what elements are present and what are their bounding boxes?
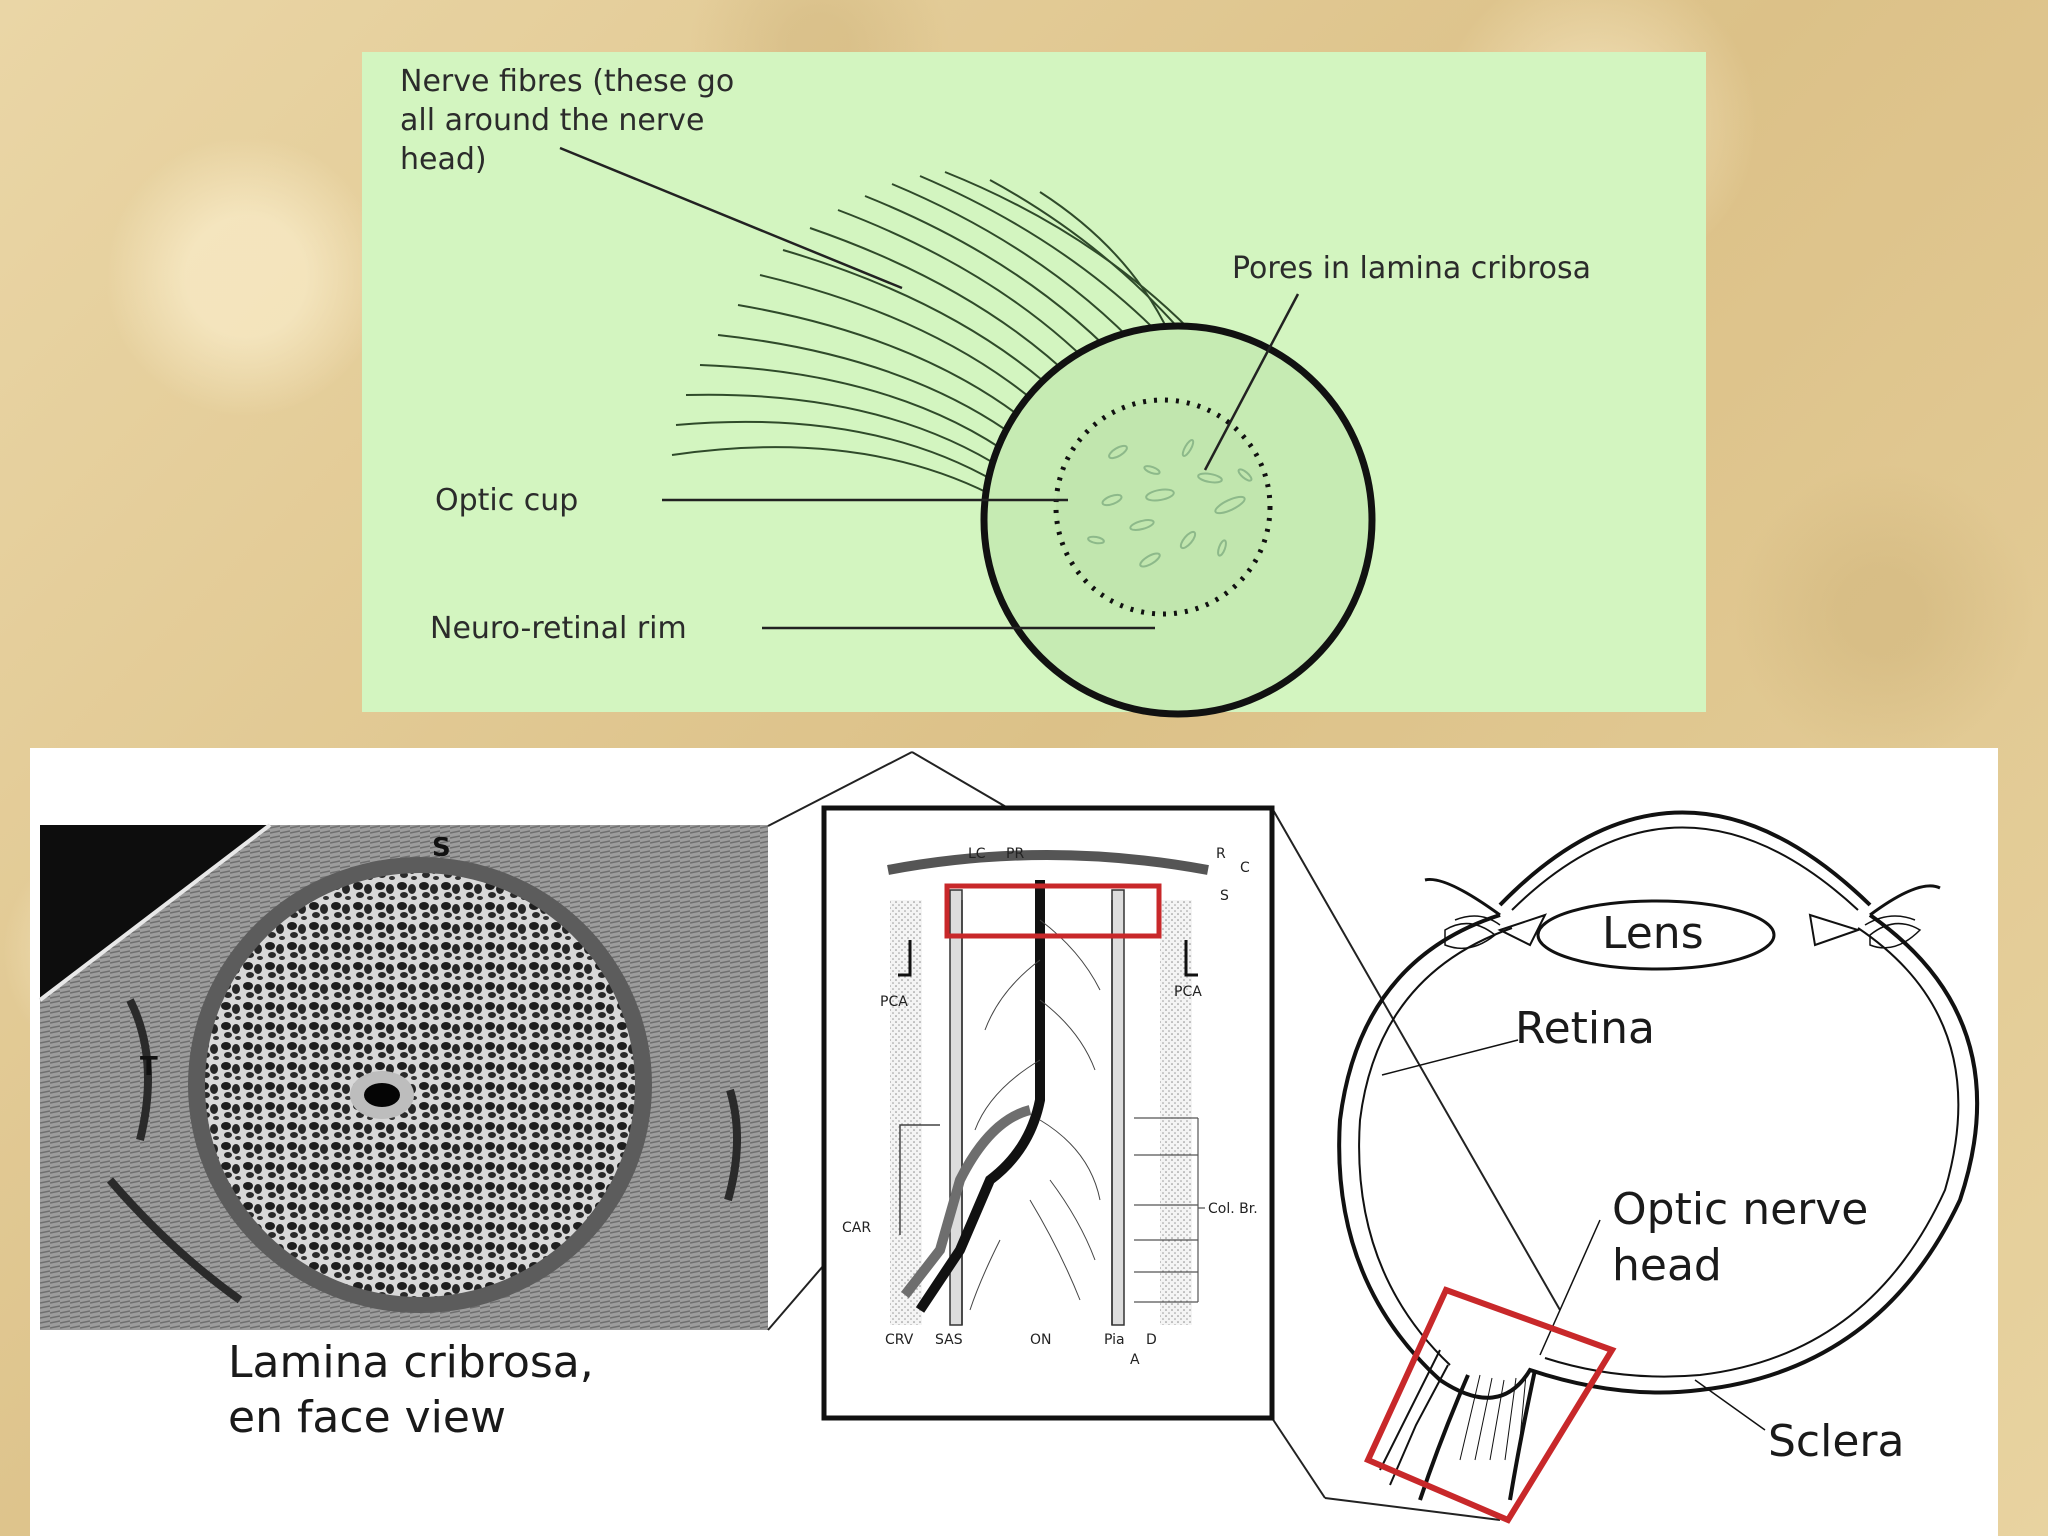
inset-label-pca-right: PCA <box>1174 984 1202 1000</box>
lamina-pores <box>1087 439 1253 568</box>
inset-label-pr: PR <box>1006 846 1024 862</box>
optic-nerve-head-label-line-2: head <box>1612 1240 1722 1291</box>
inset-label-sas: SAS <box>935 1332 963 1348</box>
optic-cup-label: Optic cup <box>435 483 578 518</box>
top-leader-lines <box>559 146 1300 630</box>
inset-label-r: R <box>1216 846 1226 862</box>
sclera-label: Sclera <box>1768 1416 1904 1467</box>
inset-label-car: CAR <box>842 1220 871 1236</box>
inset-label-d: D <box>1146 1332 1157 1348</box>
inset-label-pia: Pia <box>1104 1332 1125 1348</box>
lens-label: Lens <box>1602 908 1704 959</box>
lamina-highlight-box <box>944 883 1162 939</box>
inset-label-c: C <box>1240 860 1250 876</box>
nerve-fibres-label-line-3: head) <box>400 142 487 177</box>
neuro-retinal-rim-label: Neuro-retinal rim <box>430 611 687 646</box>
inset-label-on: ON <box>1030 1332 1052 1348</box>
optic-nerve-head-highlight-box <box>1363 1286 1617 1524</box>
micrograph-caption-line-1: Lamina cribrosa, <box>228 1337 594 1388</box>
ciliary-body-right <box>1864 915 1922 949</box>
inset-label-pca-left: PCA <box>880 994 908 1010</box>
nerve-fibres-label-line-2: all around the nerve <box>400 103 704 138</box>
eye-diagram <box>1337 810 1980 1501</box>
inset-label-s: S <box>1220 888 1229 904</box>
lamina-micrograph <box>38 823 768 1330</box>
pores-label: Pores in lamina cribrosa <box>1232 251 1591 286</box>
micrograph-label-s: S <box>432 833 451 863</box>
micrograph-caption-line-2: en face view <box>228 1392 506 1443</box>
inset-label-col-br: Col. Br. <box>1208 1201 1258 1217</box>
nerve-fibres-label-line-1: Nerve fibres (these go <box>400 64 734 99</box>
retina-label: Retina <box>1515 1003 1655 1054</box>
inset-label-crv: CRV <box>885 1332 914 1348</box>
inset-label-a: A <box>1130 1352 1140 1368</box>
optic-nerve-head-label-line-1: Optic nerve <box>1612 1184 1868 1235</box>
micrograph-label-t: T <box>140 1052 158 1082</box>
ciliary-body-left <box>1444 915 1501 950</box>
optic-nerve-cross-section <box>887 850 1209 1326</box>
inset-label-lc: LC <box>968 846 986 862</box>
